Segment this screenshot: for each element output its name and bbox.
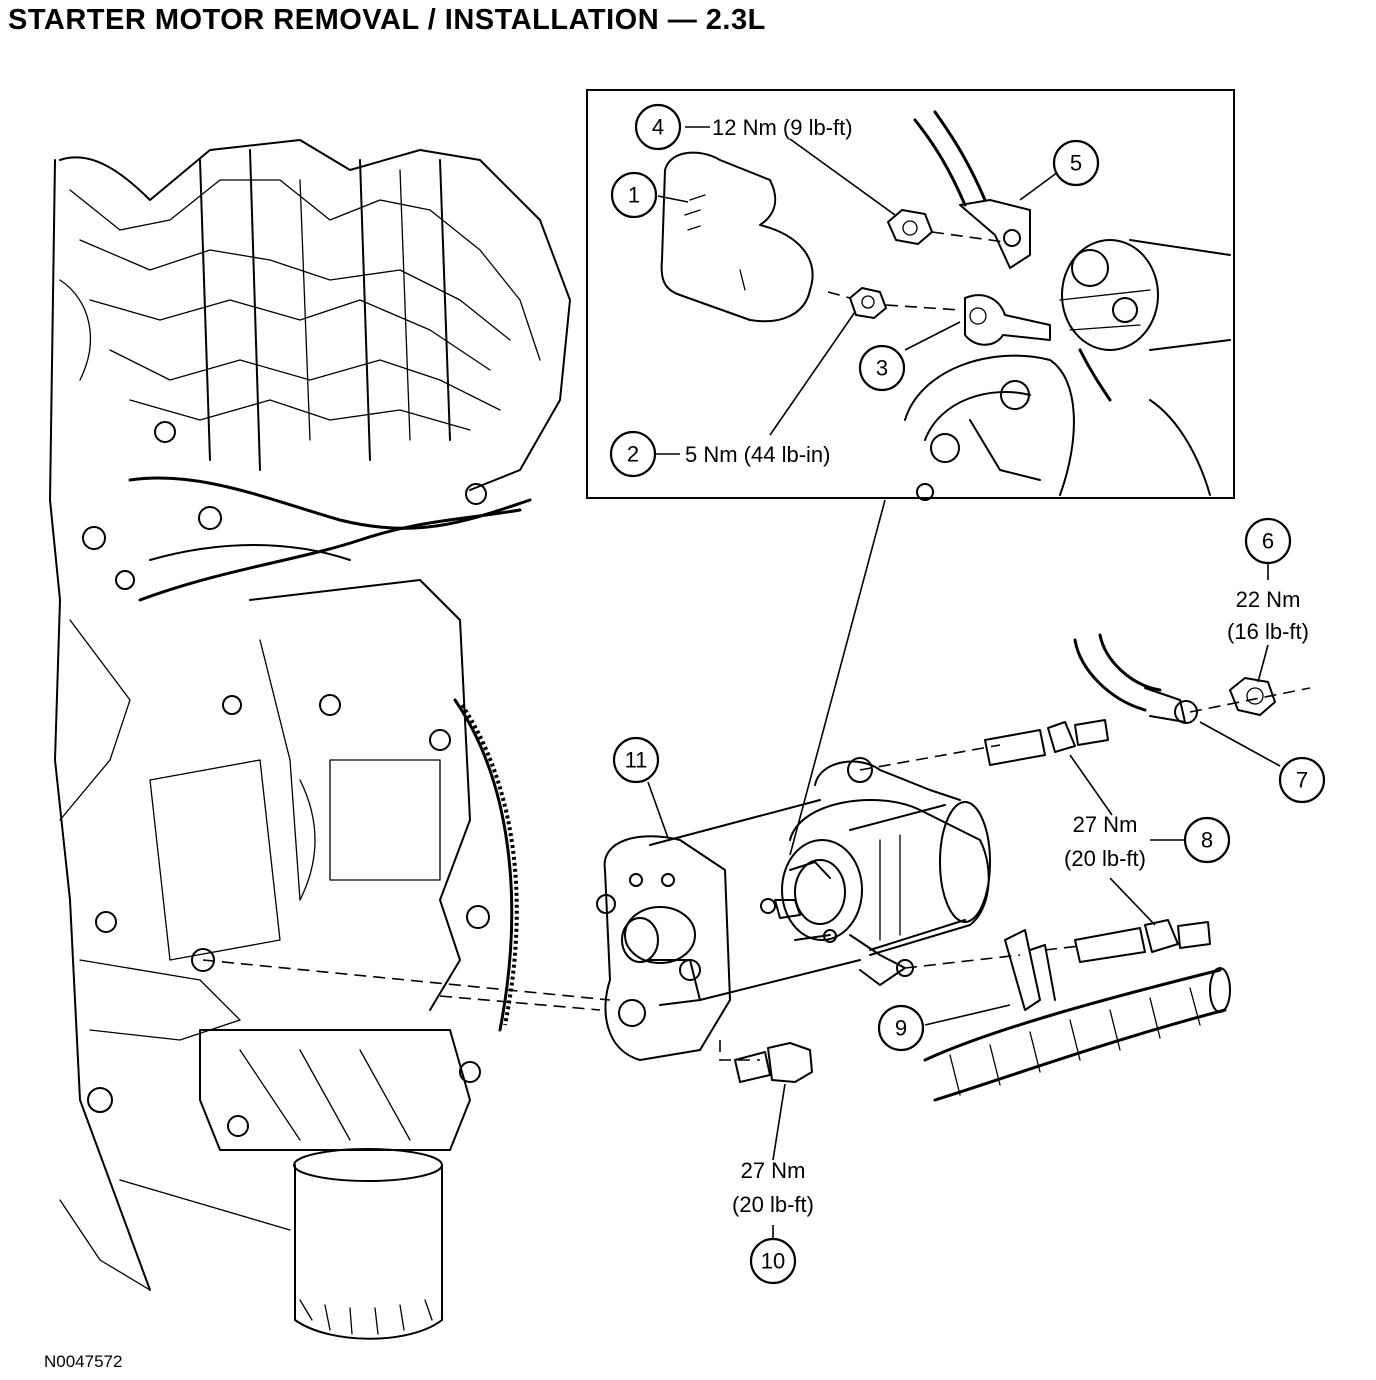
callout-number: 10 bbox=[761, 1249, 785, 1274]
torque-spec-item-10-lbft: (20 lb-ft) bbox=[732, 1192, 814, 1217]
starter-motor-drawing bbox=[596, 757, 991, 1061]
page-title: STARTER MOTOR REMOVAL / INSTALLATION — 2… bbox=[8, 4, 766, 36]
detail-inset bbox=[586, 89, 1235, 501]
callout-number: 8 bbox=[1201, 828, 1213, 853]
callout-11: 11 bbox=[612, 736, 660, 784]
callout-10: 10 bbox=[749, 1237, 797, 1285]
callout-1: 1 bbox=[610, 171, 658, 219]
callout-5: 5 bbox=[1052, 139, 1100, 187]
torque-spec-item-6-nm: 22 Nm bbox=[1236, 587, 1301, 612]
leader-lines bbox=[647, 126, 1281, 1240]
torque-spec-item-6-lbft: (16 lb-ft) bbox=[1227, 619, 1309, 644]
engine-block-drawing bbox=[49, 139, 571, 1340]
callout-4: 4 bbox=[634, 103, 682, 151]
figure-id: N0047572 bbox=[44, 1352, 123, 1371]
torque-spec-item-2: 5 Nm (44 lb-in) bbox=[685, 442, 830, 467]
callout-8: 8 bbox=[1183, 816, 1231, 864]
callout-2: 2 bbox=[609, 430, 657, 478]
detail-inset-frame bbox=[586, 89, 1235, 499]
callout-3: 3 bbox=[858, 344, 906, 392]
torque-spec-item-4: 12 Nm (9 lb-ft) bbox=[712, 115, 853, 140]
callout-number: 6 bbox=[1262, 529, 1274, 554]
torque-spec-item-8-nm: 27 Nm bbox=[1073, 812, 1138, 837]
hardware-drawing bbox=[734, 633, 1276, 1102]
torque-spec-item-8-lbft: (20 lb-ft) bbox=[1064, 846, 1146, 871]
callout-number: 11 bbox=[625, 748, 648, 773]
callout-number: 9 bbox=[895, 1016, 907, 1041]
alignment-lines bbox=[202, 687, 1311, 1061]
callout-number: 1 bbox=[628, 183, 640, 208]
callout-number: 7 bbox=[1296, 768, 1308, 793]
callout-number: 3 bbox=[876, 356, 888, 381]
callout-9: 9 bbox=[877, 1004, 925, 1052]
callout-number: 4 bbox=[652, 115, 664, 140]
callout-number: 5 bbox=[1070, 151, 1082, 176]
callout-6: 6 bbox=[1244, 517, 1292, 565]
torque-spec-item-10-nm: 27 Nm bbox=[741, 1158, 806, 1183]
callout-number: 2 bbox=[627, 442, 639, 467]
callout-7: 7 bbox=[1278, 756, 1326, 804]
